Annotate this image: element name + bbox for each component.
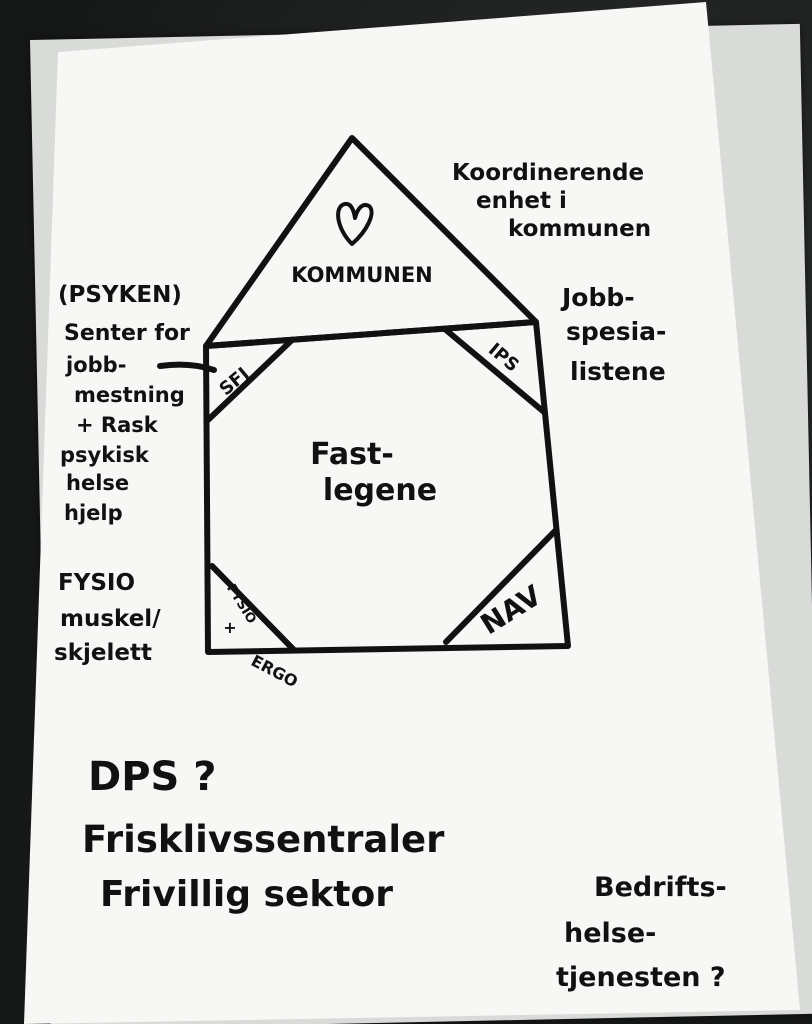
note-left-bottom-3: skjelett: [54, 640, 152, 666]
note-left-8: hjelp: [64, 501, 123, 525]
note-top-right-3: kommunen: [508, 216, 651, 242]
corner-line-top-right: [443, 327, 547, 415]
house-body: [203, 319, 571, 655]
corner-line-bottom-left: [209, 563, 297, 653]
roof-label: KOMMUNEN: [291, 263, 433, 287]
center-label-line2: legene: [323, 473, 437, 508]
note-left-bottom-1: FYSIO: [58, 570, 135, 596]
corner-label-top-right: IPS: [484, 339, 523, 376]
note-bottom-left-2: Frisklivssentraler: [82, 818, 445, 861]
corner-label-top-left: SFJ: [215, 363, 253, 400]
corner-line-bottom-right: [443, 527, 559, 645]
corner-label-bottom-left-2: +: [223, 618, 236, 637]
paper-surface: [24, 2, 800, 1024]
note-right-1: Jobb-: [560, 283, 635, 312]
note-left-7: helse: [66, 471, 129, 495]
pointer-arrow: [157, 361, 217, 373]
corner-line-top-left: [205, 337, 295, 423]
center-label-line1: Fast-: [310, 437, 394, 472]
note-left-4: mestning: [74, 383, 185, 407]
note-left-1: (PSYKEN): [58, 282, 182, 308]
note-left-3: jobb-: [65, 353, 126, 377]
note-left-2: Senter for: [64, 321, 190, 346]
note-left-5: + Rask: [76, 413, 159, 437]
note-right-2: spesia-: [566, 317, 666, 346]
note-bottom-left-3: Frivillig sektor: [100, 874, 393, 915]
note-left-6: psykisk: [60, 443, 150, 467]
corner-label-bottom-left-3: ERGO: [248, 651, 301, 691]
note-bottom-right-3: tjenesten ?: [556, 962, 726, 993]
note-top-right-1: Koordinerende: [452, 160, 644, 186]
note-right-3: listene: [570, 357, 666, 386]
note-bottom-right-2: helse-: [564, 918, 656, 949]
heart-icon: [336, 201, 374, 246]
note-left-bottom-2: muskel/: [60, 606, 161, 632]
note-bottom-right-1: Bedrifts-: [594, 872, 727, 903]
corner-label-bottom-right: NAV: [475, 579, 548, 642]
note-bottom-left-1: DPS ?: [88, 754, 216, 800]
note-top-right-2: enhet i: [476, 188, 567, 214]
